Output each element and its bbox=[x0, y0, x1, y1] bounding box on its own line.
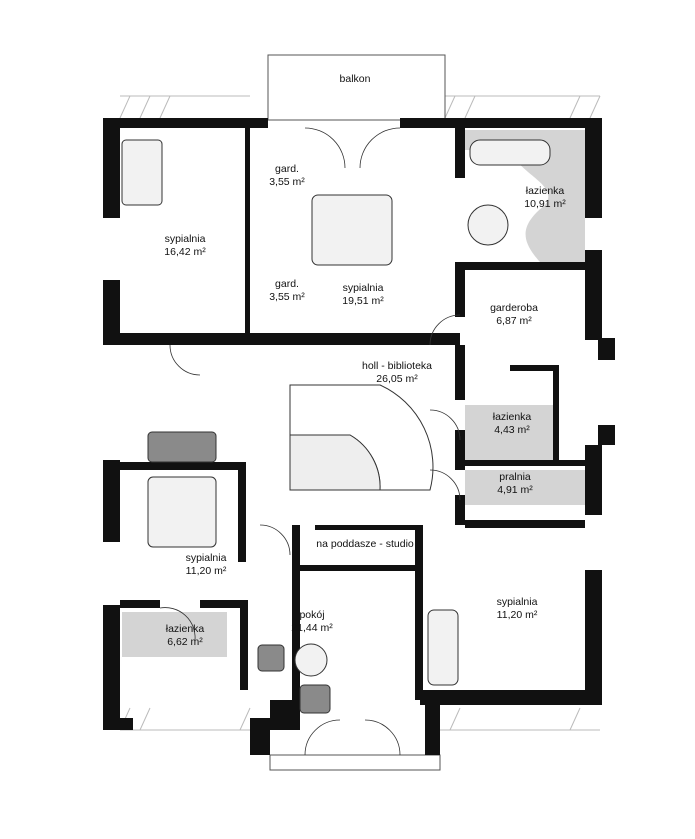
room-name: łazienka bbox=[165, 623, 205, 635]
room-area: 4,91 m² bbox=[497, 484, 533, 496]
room-area: 16,42 m² bbox=[164, 246, 206, 258]
room-area: 6,87 m² bbox=[496, 315, 532, 327]
room-label-balkon: balkon bbox=[340, 73, 371, 86]
room-label-gard-1: gard.3,55 m² bbox=[269, 163, 305, 189]
room-name: pralnia bbox=[499, 471, 531, 483]
room-label-studio-stairs: na poddasze - studio bbox=[316, 538, 413, 551]
balcony-bottom bbox=[269, 754, 441, 771]
walls bbox=[103, 118, 615, 755]
doors bbox=[159, 127, 461, 756]
room-name: gard. bbox=[275, 278, 299, 290]
room-area: 26,05 m² bbox=[376, 373, 418, 385]
room-area: 11,20 m² bbox=[185, 565, 227, 577]
room-area: 6,62 m² bbox=[167, 636, 203, 648]
room-name: sypialnia bbox=[185, 552, 227, 564]
room-area: 3,55 m² bbox=[269, 176, 305, 188]
balcony-top bbox=[267, 54, 446, 121]
furniture bbox=[121, 139, 551, 686]
room-name: gard. bbox=[275, 163, 299, 175]
room-name: na poddasze - studio bbox=[316, 538, 414, 550]
room-name: pokój bbox=[299, 609, 325, 621]
room-label-gard-2: gard.3,55 m² bbox=[269, 278, 305, 304]
room-name: holl - biblioteka bbox=[361, 360, 433, 372]
wet-room-floors bbox=[122, 130, 585, 657]
room-name: łazienka bbox=[525, 185, 565, 197]
room-name: sypialnia bbox=[496, 596, 538, 608]
room-area: 21,44 m² bbox=[291, 622, 333, 634]
room-name: balkon bbox=[339, 73, 371, 85]
room-name: łazienka bbox=[492, 411, 532, 423]
room-area: 3,55 m² bbox=[269, 291, 305, 303]
room-area: 19,51 m² bbox=[342, 295, 384, 307]
room-name: sypialnia bbox=[342, 282, 384, 294]
spiral-staircase bbox=[289, 384, 434, 491]
sofa-and-chairs bbox=[147, 431, 331, 714]
room-area: 11,20 m² bbox=[496, 609, 538, 621]
room-area: 10,91 m² bbox=[524, 198, 566, 210]
room-name: sypialnia bbox=[164, 233, 206, 245]
room-area: 4,43 m² bbox=[494, 424, 530, 436]
room-name: garderoba bbox=[490, 302, 538, 314]
